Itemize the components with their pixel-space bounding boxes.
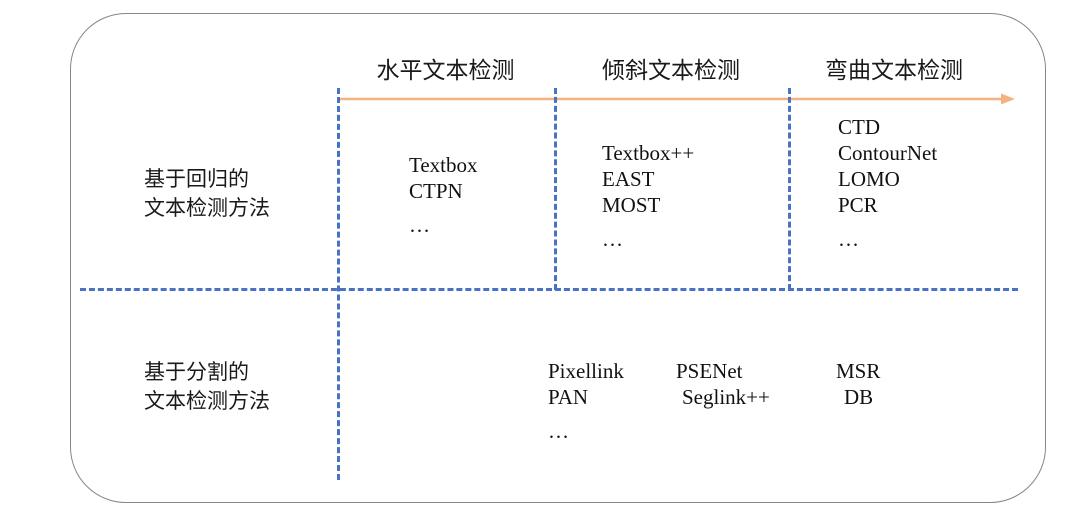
- cell-regression-curved: CTD ContourNet LOMO PCR …: [838, 114, 937, 252]
- column-header-oblique-text-detection: 倾斜文本检测: [602, 58, 740, 84]
- cell-segmentation-group-a: Pixellink PAN …: [548, 358, 624, 444]
- method-item: LOMO: [838, 167, 900, 191]
- method-item: MSR: [836, 359, 881, 383]
- vertical-divider-2: [554, 88, 557, 290]
- cell-ellipsis: …: [602, 227, 625, 251]
- method-item: Pixellink: [548, 359, 624, 383]
- column-header-curved-text-detection: 弯曲文本检测: [825, 58, 963, 84]
- cell-segmentation-group-c: MSR DB: [836, 358, 880, 410]
- timeline-arrow-icon: [337, 93, 1015, 105]
- vertical-divider-3: [788, 88, 791, 290]
- row-label-segmentation-line2: 文本检测方法: [144, 389, 270, 413]
- row-label-segmentation-based: 基于分割的 文本检测方法: [144, 358, 270, 416]
- cell-segmentation-group-b: PSENet Seglink++: [676, 358, 770, 410]
- cell-ellipsis: …: [409, 213, 432, 237]
- vertical-divider-1: [337, 88, 340, 480]
- method-item: ContourNet: [838, 141, 938, 165]
- method-item: MOST: [602, 193, 661, 217]
- outer-rounded-frame: [70, 13, 1046, 503]
- method-item: PSENet: [676, 359, 743, 383]
- method-item: CTD: [838, 115, 880, 139]
- cell-regression-horizontal: Textbox CTPN …: [409, 152, 478, 238]
- method-item: DB: [844, 385, 874, 409]
- horizontal-divider: [80, 288, 1018, 291]
- column-header-horizontal-text-detection: 水平文本检测: [376, 58, 515, 84]
- method-item: CTPN: [409, 179, 463, 203]
- row-label-regression-line2: 文本检测方法: [144, 196, 270, 220]
- cell-ellipsis: …: [838, 227, 861, 251]
- method-item: Seglink++: [682, 385, 770, 409]
- method-item: Textbox++: [602, 141, 695, 165]
- method-item: PAN: [548, 385, 589, 409]
- row-label-regression-line1: 基于回归的: [144, 167, 249, 191]
- cell-ellipsis: …: [548, 419, 571, 443]
- method-item: EAST: [602, 167, 655, 191]
- method-item: Textbox: [409, 153, 478, 177]
- cell-regression-oblique: Textbox++ EAST MOST …: [602, 140, 694, 252]
- row-label-regression-based: 基于回归的 文本检测方法: [144, 165, 270, 223]
- method-item: PCR: [838, 193, 878, 217]
- row-label-segmentation-line1: 基于分割的: [144, 360, 249, 384]
